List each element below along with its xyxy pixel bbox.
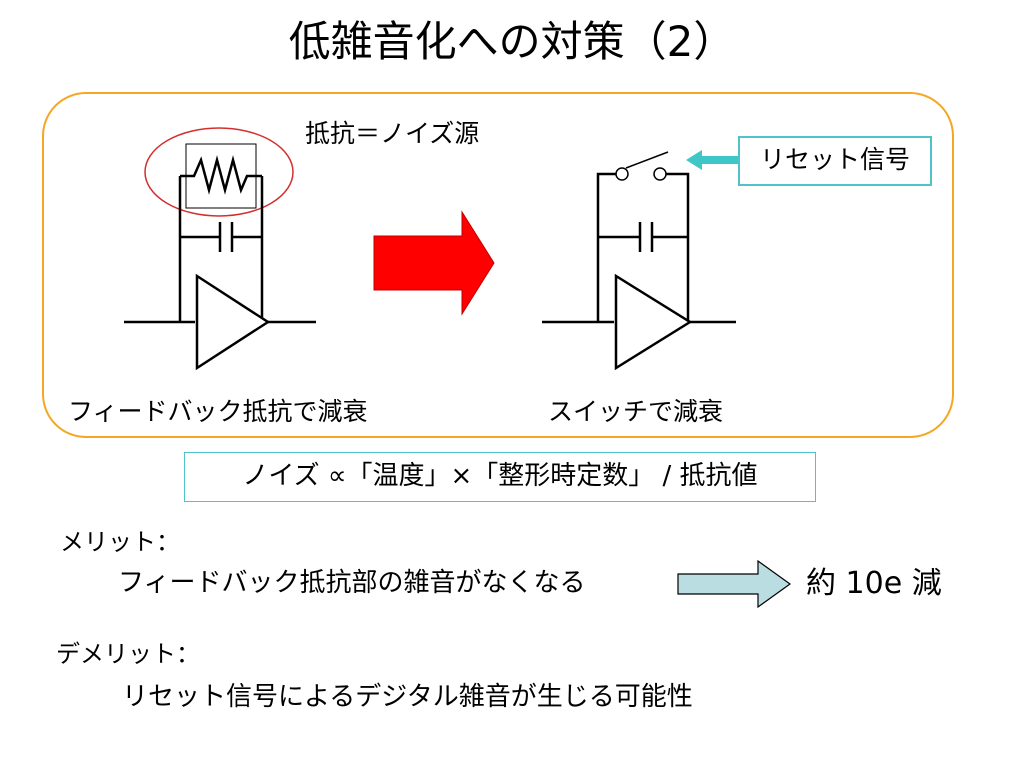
left-caption: フィードバック抵抗で減衰: [68, 397, 368, 426]
resistor-symbol: [180, 155, 262, 195]
switch-right-wire: [666, 172, 690, 322]
merit-arrow-icon: [677, 559, 792, 609]
merit-text: フィードバック抵抗部の雑音がなくなる: [118, 568, 586, 598]
transition-arrow-icon: [373, 210, 495, 316]
noise-formula: ノイズ ∝「温度」×「整形時定数」 / 抵抗値: [184, 452, 816, 502]
right-caption: スイッチで減衰: [548, 397, 724, 426]
amplifier-triangle: [614, 273, 693, 371]
merit-heading: メリット：: [60, 528, 180, 556]
switch-lever: [625, 151, 669, 169]
reset-signal-box: リセット信号: [738, 136, 932, 186]
reset-switch-circuit: [542, 151, 736, 371]
switch-contact: [615, 167, 629, 181]
reset-signal-arrow-icon: [686, 150, 738, 170]
switch-left-wire: [596, 172, 616, 322]
demerit-heading: デメリット：: [56, 640, 200, 668]
feedback-resistor-circuit: [124, 127, 316, 371]
diagram-frame: [42, 92, 954, 438]
merit-result: 約 10e 減: [806, 566, 942, 601]
resistor-highlight-circle: [144, 127, 294, 217]
amplifier-triangle: [195, 273, 271, 371]
switch-contact: [653, 167, 667, 181]
page-title: 低雑音化への対策（2）: [288, 17, 736, 66]
resistor-noise-label: 抵抗＝ノイズ源: [305, 119, 480, 148]
demerit-text: リセット信号によるデジタル雑音が生じる可能性: [122, 682, 693, 712]
